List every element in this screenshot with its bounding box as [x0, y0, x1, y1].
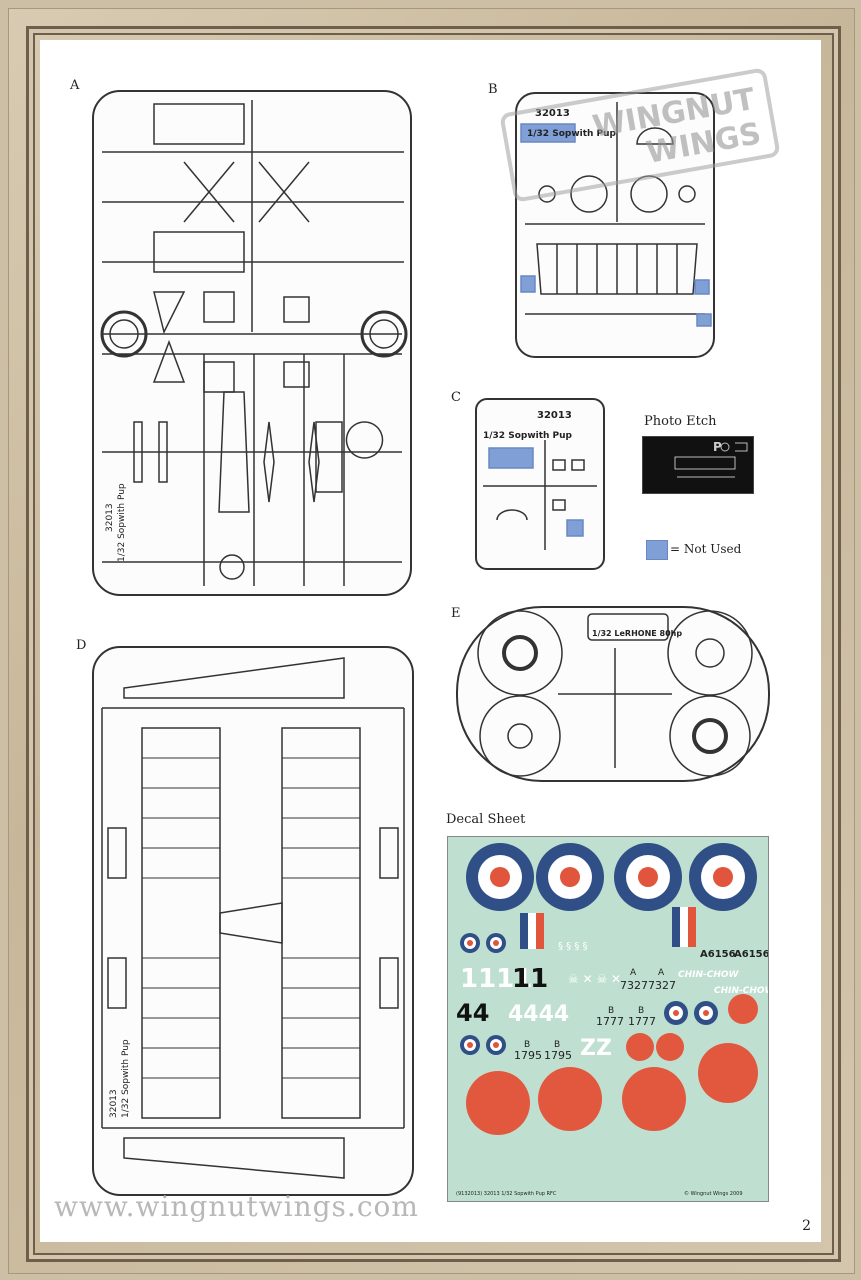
- decal-letter-b4: B: [554, 1040, 560, 1050]
- sprue-a: 32013 1/32 Sopwith Pup: [92, 90, 412, 596]
- sprue-b-name: 1/32 Sopwith Pup: [527, 129, 617, 139]
- sprue-b-code: 32013: [535, 108, 570, 119]
- decal-squiggles: § § § §: [558, 941, 588, 952]
- small-roundels: [460, 933, 718, 1055]
- sprue-c-name: 1/32 Sopwith Pup: [483, 431, 573, 441]
- sprue-b-label: B: [488, 82, 498, 97]
- decal-white-fours: 4444: [508, 1002, 569, 1027]
- photo-etch-plate: P: [642, 436, 754, 494]
- sprue-d-code: 32013: [109, 1089, 119, 1118]
- decal-serial-1: A6156: [700, 949, 736, 960]
- page-border: [26, 26, 841, 1262]
- decal-letter-b3: B: [524, 1040, 530, 1050]
- sprue-a-parts: 32013 1/32 Sopwith Pup: [100, 100, 408, 586]
- website-watermark: www.wingnutwings.com: [54, 1190, 419, 1223]
- decal-black-fours: 44: [456, 999, 489, 1027]
- rudder-stripes: [520, 907, 696, 949]
- sprue-d-name: 1/32 Sopwith Pup: [121, 1039, 131, 1118]
- decal-serial-4: 7327: [648, 979, 676, 992]
- decal-white-numbers: 1111: [460, 964, 532, 994]
- decal-sheet-title: Decal Sheet: [446, 812, 526, 827]
- large-roundels: [466, 843, 757, 911]
- sprue-c-parts: 32013 1/32 Sopwith Pup: [483, 410, 597, 550]
- sprue-e-parts: 1/32 LeRHONE 80hp: [477, 610, 753, 777]
- sprue-c-code: 32013: [537, 410, 572, 421]
- decal-serial-8: 1795: [544, 1049, 572, 1062]
- sprue-d: 32013 1/32 Sopwith Pup: [92, 646, 414, 1196]
- decal-letter-a2: A: [658, 968, 665, 978]
- decal-serial-5: 1777: [596, 1015, 624, 1028]
- decal-skulls: ☠ ✕ ☠ ✕: [568, 972, 621, 986]
- photo-etch-parts: P: [674, 440, 748, 478]
- decal-serial-3: 7327: [620, 979, 648, 992]
- sprue-e-name: 1/32 LeRHONE 80hp: [592, 629, 682, 638]
- sprue-e-label: E: [451, 606, 461, 621]
- decal-name-2: CHIN-CHOW: [714, 986, 768, 996]
- sprue-c-label: C: [451, 390, 461, 405]
- instruction-page: A: [40, 40, 821, 1242]
- decal-zz: ZZ: [580, 1036, 612, 1061]
- decal-sheet: § § § § A6156 A6156 1111 11 ☠ ✕ ☠ ✕ A A …: [447, 836, 776, 1202]
- decal-black-number: 11: [512, 964, 548, 994]
- sprue-e: 1/32 LeRHONE 80hp: [456, 606, 770, 782]
- sprue-c: 32013 1/32 Sopwith Pup: [475, 398, 605, 570]
- decal-footer-left: (9132013) 32013 1/32 Sopwith Pup RFC: [456, 1191, 557, 1197]
- not-used-label: = Not Used: [670, 542, 742, 556]
- sprue-a-code: 32013: [105, 503, 115, 532]
- decal-footer-right: © Wingnut Wings 2009: [684, 1190, 743, 1197]
- decal-serial-7: 1795: [514, 1049, 542, 1062]
- sprue-d-parts: 32013 1/32 Sopwith Pup: [101, 657, 405, 1179]
- decal-letter-b1: B: [608, 1006, 614, 1016]
- page-number: 2: [802, 1218, 811, 1234]
- decal-name-1: CHIN-CHOW: [678, 970, 740, 980]
- not-used-swatch: [646, 540, 668, 560]
- decal-serial-2: A6156: [734, 949, 768, 960]
- decal-serial-6: 1777: [628, 1015, 656, 1028]
- photo-etch-letter: P: [713, 440, 722, 454]
- red-panels: [466, 994, 758, 1135]
- sprue-d-label: D: [76, 638, 87, 653]
- photo-etch-title: Photo Etch: [644, 414, 717, 429]
- sprue-a-label: A: [70, 78, 80, 93]
- sprue-b: 32013 1/32 Sopwith Pup: [515, 92, 715, 358]
- decal-letter-a1: A: [630, 968, 637, 978]
- sprue-b-parts: 32013 1/32 Sopwith Pup: [520, 102, 712, 327]
- decal-sheet-artwork: § § § § A6156 A6156 1111 11 ☠ ✕ ☠ ✕ A A …: [456, 843, 776, 1197]
- decal-letter-b2: B: [638, 1006, 644, 1016]
- sprue-a-name: 1/32 Sopwith Pup: [117, 483, 127, 562]
